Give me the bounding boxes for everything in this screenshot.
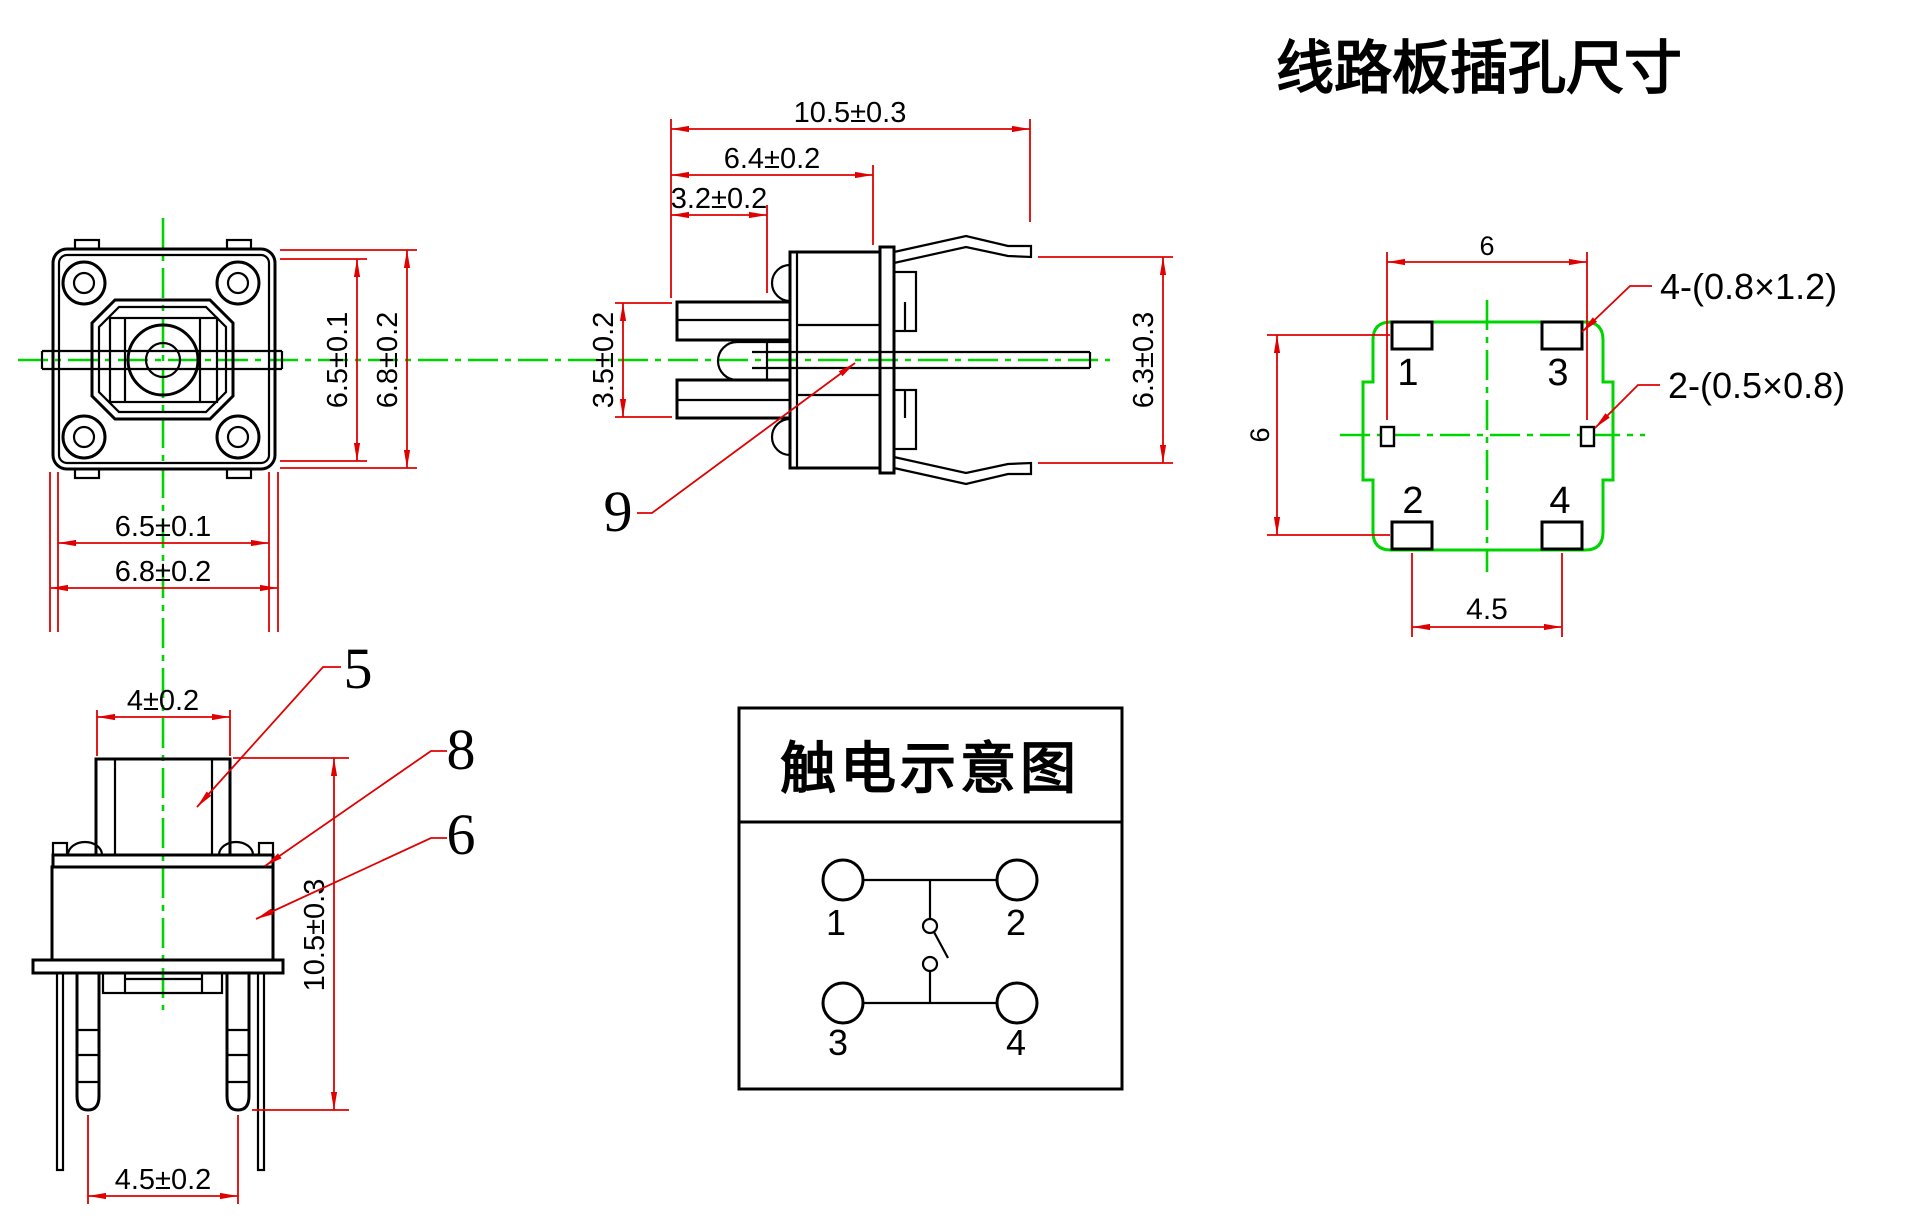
pcb-note-slot-holes: 2-(0.5×0.8) <box>1668 365 1845 406</box>
pcb-pitch-vertical-dim: 6 <box>1245 427 1275 442</box>
terminal-1-label: 1 <box>826 902 846 943</box>
top-height-outer-dim: 6.8±0.2 <box>372 312 404 409</box>
front-view-base <box>31 865 285 995</box>
terminal-3-label: 3 <box>828 1022 848 1063</box>
top-width-outer-dim: 6.8±0.2 <box>115 556 212 588</box>
circuit-terminal-labels: 1 2 3 4 <box>826 902 1026 1063</box>
front-leg-pitch-dim: 4.5±0.2 <box>115 1164 212 1196</box>
top-width-inner-dim: 6.5±0.1 <box>115 511 212 543</box>
pcb-hole-3-label: 3 <box>1547 352 1568 394</box>
side-length-mid-dim: 6.4±0.2 <box>724 143 821 175</box>
pcb-dimensions: 6 6 4.5 4-(0.8×1.2) 2-(0.5×0.8) <box>1245 231 1845 637</box>
top-view-dimensions: 6.5±0.1 6.8±0.2 6.5±0.1 6.8±0.2 <box>49 249 417 632</box>
top-view-center-frame <box>90 298 235 421</box>
top-view-corner-rivets <box>61 260 261 460</box>
pcb-footprint-outline <box>1361 320 1615 552</box>
pcb-hole-1-label: 1 <box>1397 352 1418 394</box>
terminal-4-label: 4 <box>1006 1022 1026 1063</box>
pcb-pitch-bottom-dim: 4.5 <box>1466 593 1508 626</box>
side-view-body <box>770 245 918 475</box>
top-view-body <box>51 238 277 480</box>
pcb-heading: 线路板插孔尺寸 <box>1276 36 1682 101</box>
front-view: 4±0.2 10.5±0.3 4.5±0.2 5 8 6 <box>31 636 476 1204</box>
terminal-2-label: 2 <box>1006 902 1026 943</box>
front-view-dimensions: 4±0.2 10.5±0.3 4.5±0.2 5 8 6 <box>87 636 476 1204</box>
circuit-heading: 触电示意图 <box>780 737 1080 800</box>
front-view-legs <box>55 971 266 1172</box>
top-height-inner-dim: 6.5±0.1 <box>322 312 354 409</box>
pcb-view: 线路板插孔尺寸 1 3 2 4 6 6 4.5 <box>1245 36 1845 637</box>
pcb-hole-4-label: 4 <box>1549 480 1570 522</box>
pcb-hole-labels: 1 3 2 4 <box>1397 352 1570 522</box>
pcb-holes <box>1379 320 1596 551</box>
circuit-wiring <box>863 878 997 1005</box>
callout-8-label: 8 <box>447 717 476 782</box>
side-view-dimensions: 10.5±0.3 6.4±0.2 3.2±0.2 3.5±0.2 6.3±0.3… <box>588 97 1173 544</box>
pcb-note-rect-holes: 4-(0.8×1.2) <box>1660 266 1837 307</box>
side-view: 10.5±0.3 6.4±0.2 3.2±0.2 3.5±0.2 6.3±0.3… <box>588 97 1173 544</box>
switch-contact-blade <box>933 931 949 959</box>
side-length-front-dim: 3.2±0.2 <box>671 183 768 215</box>
side-view-snap-clips <box>892 234 1033 486</box>
front-overall-height-dim: 10.5±0.3 <box>299 879 331 992</box>
callout-9-label: 9 <box>604 479 633 544</box>
top-view: 6.5±0.1 6.8±0.2 6.5±0.1 6.8±0.2 <box>40 238 417 632</box>
callout-6-label: 6 <box>447 802 476 867</box>
pcb-pitch-horizontal-dim: 6 <box>1479 231 1494 261</box>
side-pin-spacing-dim: 3.5±0.2 <box>588 312 620 409</box>
side-view-shaft <box>716 340 1092 382</box>
front-cap-width-dim: 4±0.2 <box>127 685 199 717</box>
circuit-box <box>737 706 1124 1091</box>
side-length-total-dim: 10.5±0.3 <box>794 97 907 129</box>
top-view-shaft-bar <box>40 349 284 371</box>
callout-5-label: 5 <box>344 636 373 701</box>
side-clip-spacing-dim: 6.3±0.3 <box>1128 312 1160 409</box>
circuit-diagram: 触电示意图 1 2 3 4 <box>737 706 1124 1091</box>
pcb-hole-2-label: 2 <box>1402 480 1423 522</box>
